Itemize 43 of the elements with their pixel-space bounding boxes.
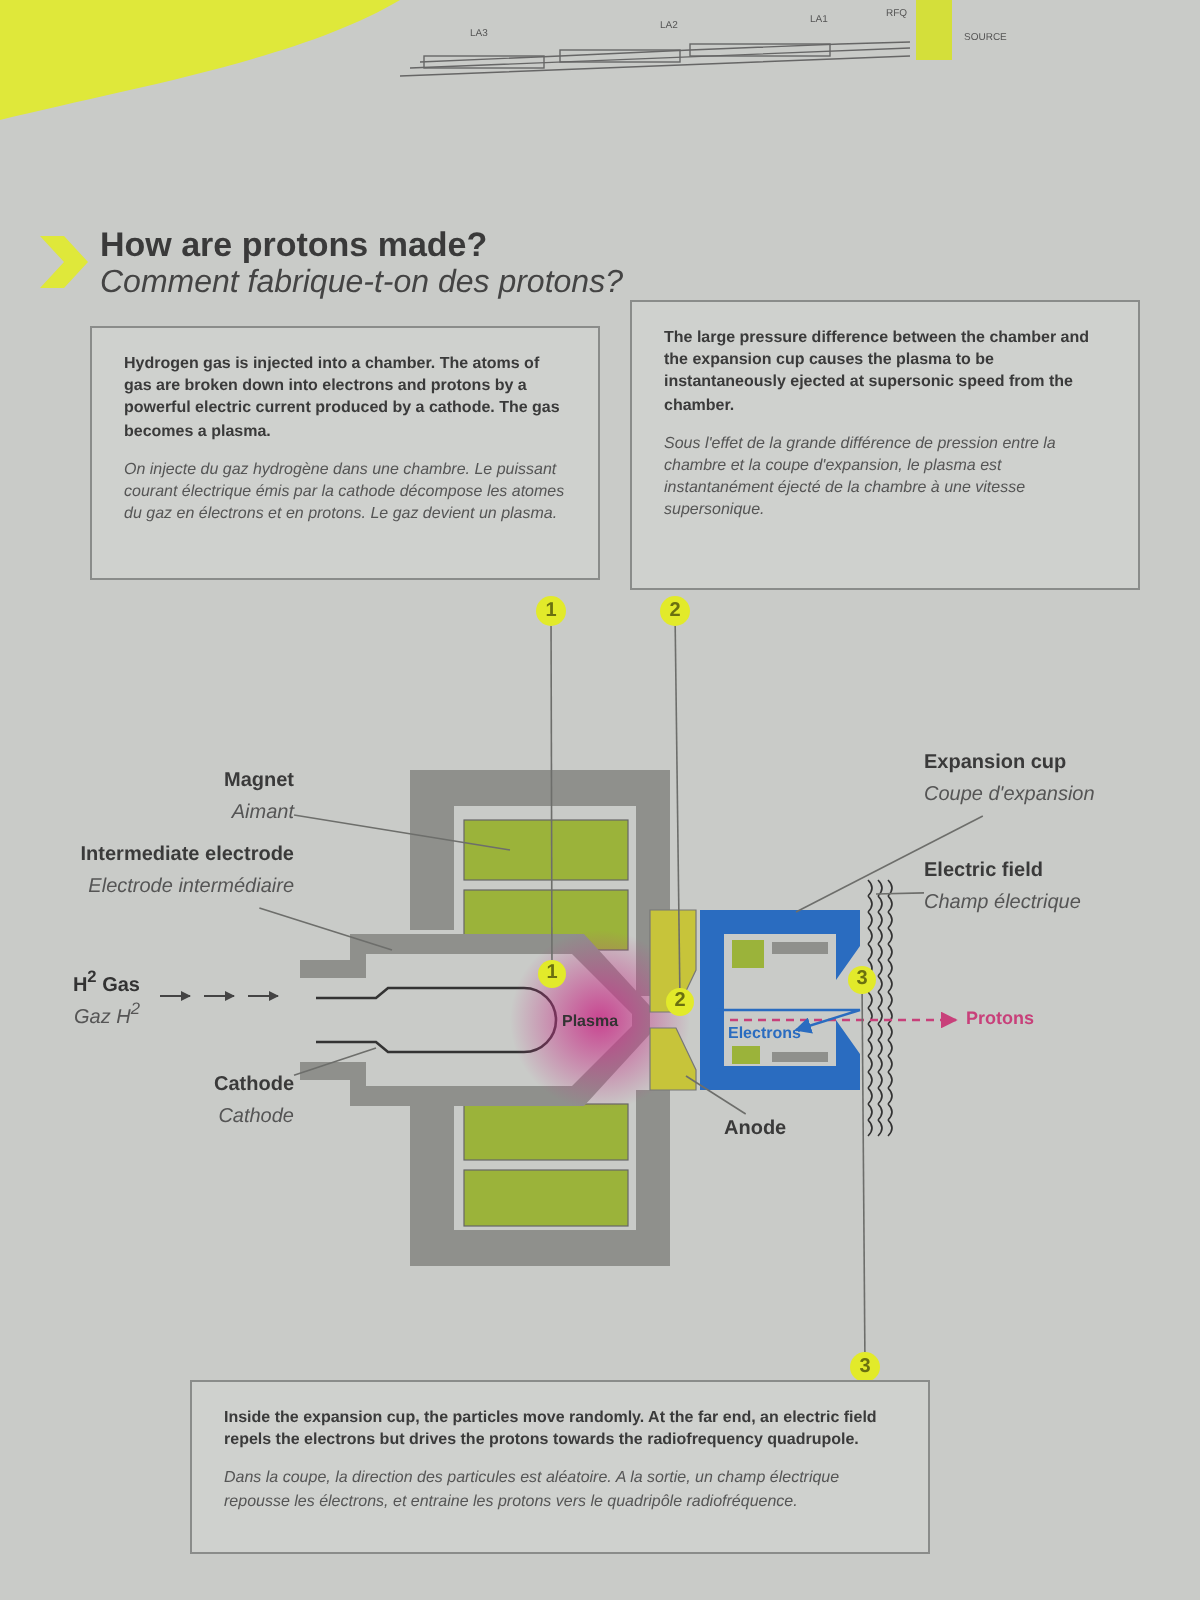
callout-number: 2	[660, 596, 690, 626]
anode	[649, 909, 697, 1091]
particle-label: Electrons	[728, 1024, 801, 1043]
leader-line	[674, 625, 681, 989]
particle-label: Protons	[966, 1008, 1035, 1029]
expansion-cup	[700, 910, 860, 1090]
text-panel	[630, 300, 1140, 590]
translation-text: Dans la coupe, la direction des particules est aléatoire. A la sortie, un champ électrique repousse les électrons, et entraine les protons vers le quadripôle radiofréquence.	[224, 1466, 842, 1512]
gas-label-translation: Gaz H$^{2}$	[72, 1000, 140, 1030]
leader-line	[875, 892, 925, 895]
leader-line	[861, 993, 866, 1353]
translation-text: On injecte du gaz hydrogène dans une chambre. Le puissant courant électrique émis par la cathode décompose les atomes du gaz en électrons et en protons. Le gaz devient un plasma.	[124, 457, 566, 525]
text-panel	[90, 326, 600, 580]
electric-field-wave	[867, 879, 893, 1137]
description-text: Hydrogen gas is injected into a chamber. The atoms of gas are broken down into electrons and protons by a powerful electric current produced by a cathode. The gas becomes a plasma.	[124, 352, 562, 442]
callout-number: 3	[850, 1352, 880, 1382]
callout-number: 2	[666, 988, 694, 1016]
magnet-coil	[463, 819, 629, 1227]
part-label: Intermediate electrode	[78, 842, 294, 870]
part-label-translation: Electrode intermédiaire	[86, 874, 294, 902]
callout-number: 3	[848, 966, 876, 994]
title: How are protons made?	[100, 226, 488, 266]
part-label: Cathode	[212, 1072, 294, 1100]
translation-text: Sous l'effet de la grande différence de pression entre la chambre et la coupe d'expansion, le plasma est instantanément éjecté de la chambre à une vitesse supersonique.	[664, 431, 1058, 521]
leader-line	[550, 625, 553, 961]
leader-line	[293, 814, 511, 851]
part-label-translation: Cathode	[216, 1104, 294, 1132]
part-label: Expansion cup	[924, 750, 1069, 778]
description-text: Inside the expansion cup, the particles move randomly. At the far end, an electric field repels the electrons but drives the protons towards the radiofrequency quadrupole.	[224, 1406, 879, 1451]
callout-number: 1	[536, 596, 566, 626]
leader-line	[258, 907, 393, 951]
description-text: The large pressure difference between the chamber and the expansion cup causes the plasma to be instantaneously ejected at supersonic speed from the chamber.	[664, 326, 1092, 416]
subtitle: Comment fabrique-t-on des protons?	[100, 266, 623, 303]
part-label-translation: Coupe d'expansion	[924, 782, 1097, 810]
part-label: Magnet	[222, 768, 294, 796]
gas-label: H$^{2}$ Gas	[70, 968, 140, 998]
text-panel	[190, 1380, 930, 1554]
part-label-translation: Aimant	[229, 800, 294, 828]
part-label: Anode	[724, 1116, 789, 1144]
part-label-translation: Champ électrique	[924, 890, 1083, 918]
plasma-label: Plasma	[562, 1012, 619, 1031]
leader-line	[795, 815, 984, 913]
part-label: Electric field	[924, 858, 1045, 886]
